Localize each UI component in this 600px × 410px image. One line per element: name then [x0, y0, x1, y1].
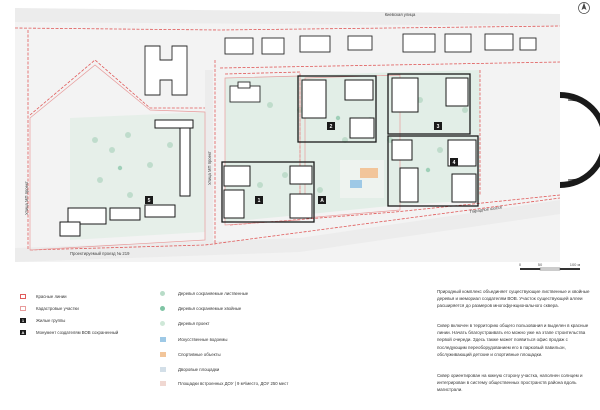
street-paradise-label: Парадное шоссе [469, 204, 503, 214]
block-1-label: 1 [258, 198, 261, 204]
scale-label-50: 50 [538, 262, 543, 267]
legend-sport-label: Спортивные объекты [178, 352, 221, 357]
legend-project-trees-label: Деревья проект [178, 321, 210, 326]
deciduous-tree-icon [160, 291, 165, 296]
water-swatch [160, 337, 166, 342]
legend-residential-label: Жилые группы [36, 318, 66, 323]
residential-group-icon: 1 [20, 318, 26, 323]
street-mp-west-label: Улица МП проект [24, 181, 29, 215]
block-5-label: 5 [148, 198, 151, 204]
monument-marker-label: А [320, 198, 324, 204]
sport-swatch [160, 352, 166, 357]
project-tree-icon [160, 321, 165, 326]
legend-cadastral-label: Кадастровые участки [36, 306, 79, 311]
block-2-label: 2 [330, 124, 333, 130]
block-3-label: 3 [437, 124, 440, 130]
description-paragraph-1: Природный комплекс объединяет существующ… [437, 288, 595, 310]
scale-bar: 0 50 100 м [519, 262, 581, 271]
description-text-3: Сквер ориентирован на южную сторону учас… [437, 373, 583, 393]
kindergarten-swatch [160, 381, 166, 386]
legend-yard-label: Дворовые площадки [178, 367, 220, 372]
block-markers: 1 2 3 4 5 А [145, 122, 458, 204]
description-paragraph-3: Сквер ориентирован на южную сторону учас… [437, 372, 595, 394]
site-plan-map: 1 2 3 4 5 А Киевская улица Парадное шосс… [14, 2, 600, 271]
north-arrow-icon [578, 2, 590, 14]
scale-label-0: 0 [519, 262, 522, 267]
legend-kindergarten-label: Площадки встроенных ДОУ | 9 м²/место, ДО… [178, 381, 289, 386]
description-text-1: Природный комплекс объединяет существующ… [437, 289, 590, 309]
street-mp-mid-label: Улица МП проект [207, 151, 212, 185]
conifer-tree-icon [160, 306, 165, 311]
description-paragraph-2: Сквер включен в территорию общего пользо… [437, 322, 595, 358]
legend-water-label: Искусственные водоемы [178, 337, 228, 342]
cadastral-swatch [20, 306, 26, 311]
legend-conifer-label: Деревья сохраняемые хвойные [178, 306, 242, 311]
yard-swatch [160, 367, 166, 372]
legend-red-lines-label: Красные линии [36, 294, 67, 299]
block-4-label: 4 [453, 160, 456, 166]
scale-label-100: 100 м [570, 262, 581, 267]
red-line-swatch [20, 294, 26, 299]
legend-deciduous-label: Деревья сохраняемые лиственные [178, 291, 249, 296]
monument-icon: А [20, 330, 26, 335]
street-kiev-label: Киевская улица [385, 12, 416, 17]
legend-monument-label: Монумент создателям ВОВ сохраненный [36, 330, 119, 335]
street-mp219-label: Проектируемый проезд № 219 [70, 251, 130, 256]
description-text-2: Сквер включен в территорию общего пользо… [437, 323, 589, 357]
